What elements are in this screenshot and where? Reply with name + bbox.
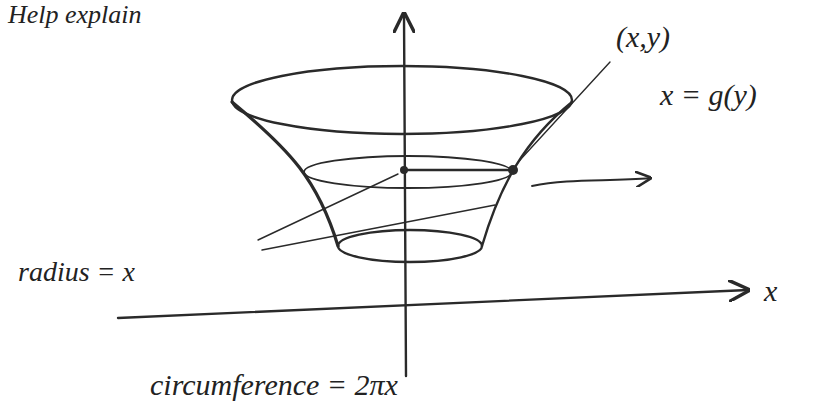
curve-arrow [532,178,650,186]
cross-section [304,156,512,188]
left-side [232,102,338,246]
bottom-rim [338,230,482,262]
radius-line [404,169,512,171]
radius-label: radius = x [18,258,135,286]
radius-leader [258,174,398,240]
horizontal-axis [118,290,748,318]
center-dot [400,166,408,174]
point-dot [508,165,518,175]
radius-leader [262,205,495,250]
right-side [482,102,572,246]
vertical-axis [404,14,406,376]
note-text: Help explain [8,2,142,28]
point-label: (x,y) [616,22,670,52]
top-rim [232,66,572,134]
axis-label: x [764,276,777,306]
circumference-label: circumference = 2πx [150,370,398,400]
point-leader [520,62,610,160]
function-label: x = g(y) [660,80,757,110]
